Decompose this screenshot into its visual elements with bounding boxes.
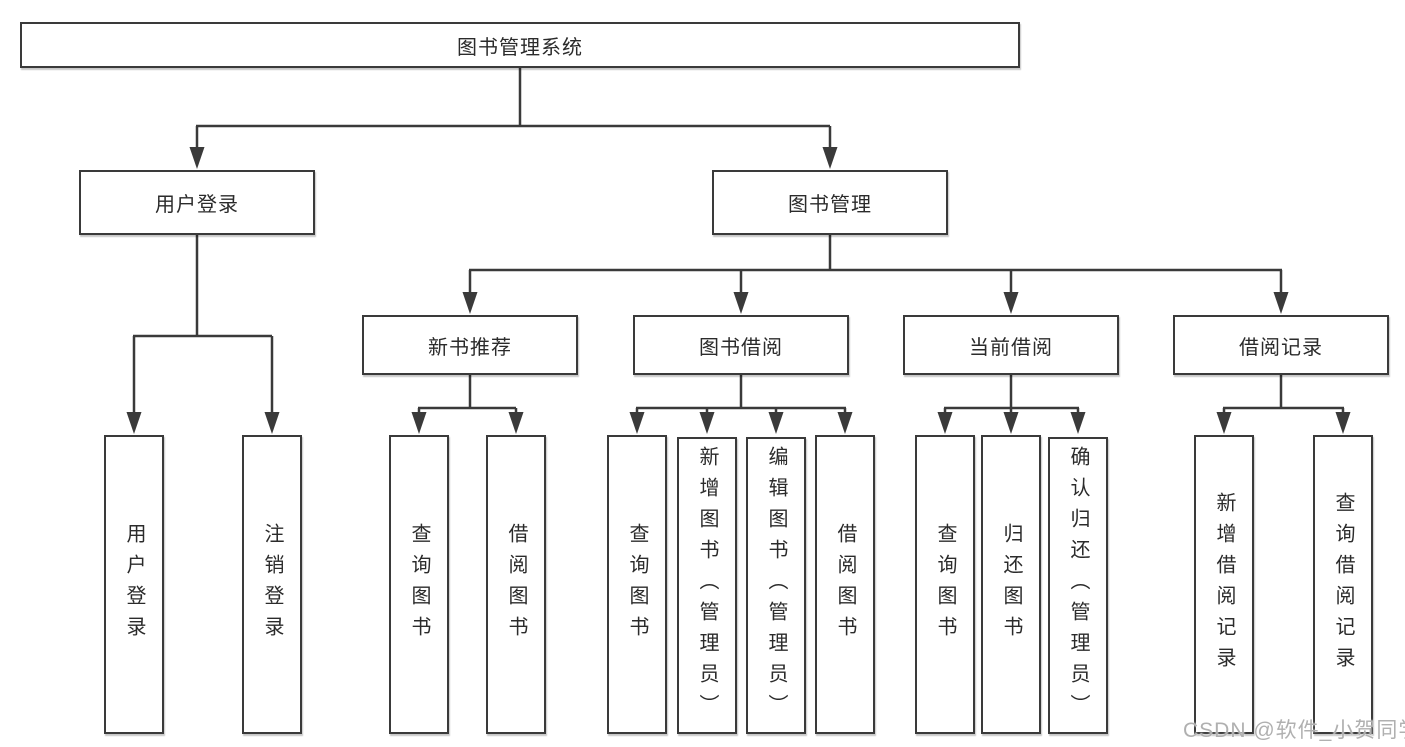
leaf-search-books-borrow: 查询图书 — [607, 435, 667, 734]
leaf-search-borrow-record: 查询借阅记录 — [1313, 435, 1373, 734]
connector-root-to-level2 — [189, 68, 838, 169]
leaf-add-book-admin: 新增图书（管理员） — [677, 437, 737, 734]
leaf-user-login: 用户登录 — [104, 435, 164, 734]
root-node: 图书管理系统 — [20, 22, 1020, 68]
leaf-search-books-recommend-label: 查询图书 — [408, 522, 430, 647]
leaf-logout: 注销登录 — [242, 435, 302, 734]
connector-new-book-recommend-branch — [411, 375, 524, 434]
leaf-return-books-label: 归还图书 — [1000, 522, 1022, 647]
node-book-borrow-label: 图书借阅 — [699, 336, 783, 359]
node-borrow-records-label: 借阅记录 — [1239, 336, 1323, 359]
leaf-borrow-books-recommend-label: 借阅图书 — [505, 522, 527, 647]
leaf-search-books-borrow-label: 查询图书 — [626, 522, 648, 647]
csdn-watermark: CSDN @软件_小贺同学 — [1183, 719, 1405, 742]
leaf-confirm-return-admin: 确认归还（管理员） — [1048, 437, 1108, 734]
connector-book-management-branch — [462, 235, 1289, 314]
connector-user-login-branch — [126, 235, 280, 434]
leaf-edit-book-admin: 编辑图书（管理员） — [746, 437, 806, 734]
node-borrow-records: 借阅记录 — [1173, 315, 1389, 375]
node-user-login-label: 用户登录 — [155, 194, 239, 216]
leaf-search-books-current-label: 查询图书 — [934, 522, 956, 647]
leaf-search-borrow-record-label: 查询借阅记录 — [1332, 491, 1354, 678]
connector-borrow-records-branch — [1216, 375, 1351, 434]
node-book-borrow: 图书借阅 — [633, 315, 849, 375]
node-book-management-label: 图书管理 — [788, 194, 872, 216]
node-current-borrow: 当前借阅 — [903, 315, 1119, 375]
node-new-book-recommend-label: 新书推荐 — [428, 336, 512, 359]
leaf-user-login-label: 用户登录 — [123, 522, 145, 647]
leaf-logout-label: 注销登录 — [261, 522, 283, 647]
node-new-book-recommend: 新书推荐 — [362, 315, 578, 375]
root-node-label: 图书管理系统 — [457, 36, 583, 59]
leaf-search-books-recommend: 查询图书 — [389, 435, 449, 734]
leaf-add-borrow-record-label: 新增借阅记录 — [1213, 491, 1235, 678]
leaf-return-books: 归还图书 — [981, 435, 1041, 734]
leaf-borrow-books-borrow-label: 借阅图书 — [834, 522, 856, 647]
connector-current-borrow-branch — [937, 375, 1086, 434]
leaf-confirm-return-admin-label: 确认归还（管理员） — [1067, 446, 1089, 725]
node-book-management: 图书管理 — [712, 170, 948, 235]
leaf-search-books-current: 查询图书 — [915, 435, 975, 734]
leaf-borrow-books-recommend: 借阅图书 — [486, 435, 546, 734]
leaf-add-borrow-record: 新增借阅记录 — [1194, 435, 1254, 734]
node-current-borrow-label: 当前借阅 — [969, 336, 1053, 359]
node-user-login: 用户登录 — [79, 170, 315, 235]
leaf-borrow-books-borrow: 借阅图书 — [815, 435, 875, 734]
leaf-add-book-admin-label: 新增图书（管理员） — [696, 446, 718, 725]
leaf-edit-book-admin-label: 编辑图书（管理员） — [765, 446, 787, 725]
connector-book-borrow-branch — [629, 375, 853, 434]
